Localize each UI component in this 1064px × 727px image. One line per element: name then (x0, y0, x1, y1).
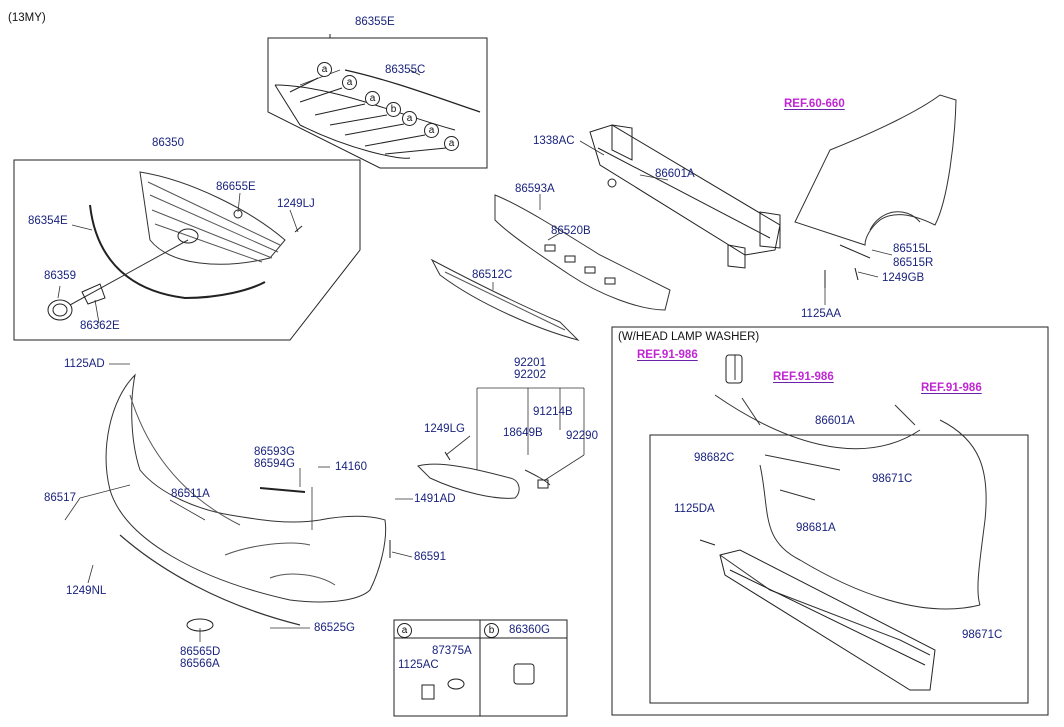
part-label-87375A[interactable]: 87375A (432, 645, 472, 657)
part-label-92201[interactable]: 92201 (514, 357, 546, 369)
bumper-cover (105, 373, 391, 632)
callout-b: b (386, 102, 401, 117)
part-label-86525G[interactable]: 86525G (314, 622, 355, 634)
part-label-98671C-lower[interactable]: 98671C (962, 629, 1003, 641)
callout-a: a (402, 111, 417, 126)
legend-callout-a: a (397, 623, 412, 638)
part-label-1491AD[interactable]: 1491AD (414, 493, 456, 505)
part-label-86593A[interactable]: 86593A (515, 183, 555, 195)
part-label-1338AC[interactable]: 1338AC (533, 135, 575, 147)
part-label-86517[interactable]: 86517 (44, 492, 76, 504)
ref-washer-2[interactable]: REF.91-986 (773, 371, 834, 383)
front-fender (794, 94, 957, 288)
part-label-86601A[interactable]: 86601A (655, 168, 695, 180)
leader-lines (57, 69, 893, 642)
part-label-86355E[interactable]: 86355E (355, 16, 395, 28)
part-label-86359[interactable]: 86359 (44, 270, 76, 282)
lower-stiffener (430, 258, 580, 341)
part-label-86515L[interactable]: 86515L (893, 243, 932, 255)
part-label-86520B[interactable]: 86520B (551, 225, 591, 237)
callout-a: a (342, 75, 357, 90)
energy-absorber (494, 194, 671, 311)
bumper-beam (589, 124, 781, 269)
part-label-86360G[interactable]: 86360G (509, 624, 550, 636)
grille-box (13, 159, 361, 341)
part-label-1249LG[interactable]: 1249LG (424, 423, 465, 435)
part-label-98671C-upper[interactable]: 98671C (872, 473, 913, 485)
part-label-86655E[interactable]: 86655E (216, 181, 256, 193)
washer-box-title: (W/HEAD LAMP WASHER) (618, 331, 760, 343)
legend-callout-b: b (484, 623, 499, 638)
part-label-98681A[interactable]: 98681A (796, 522, 836, 534)
ref-washer-3[interactable]: REF.91-986 (921, 382, 982, 394)
part-label-1125AC[interactable]: 1125AC (398, 659, 439, 671)
part-label-1249LJ[interactable]: 1249LJ (277, 198, 315, 210)
part-label-washer-86601A[interactable]: 86601A (815, 415, 855, 427)
part-label-86565D[interactable]: 86565D (180, 646, 221, 658)
ref-washer-1[interactable]: REF.91-986 (637, 349, 698, 361)
callout-a: a (365, 91, 380, 106)
part-label-86355C[interactable]: 86355C (385, 64, 426, 76)
part-label-86362E[interactable]: 86362E (80, 320, 120, 332)
part-label-86354E[interactable]: 86354E (28, 215, 68, 227)
part-label-86593G[interactable]: 86593G (254, 446, 295, 458)
model-year-label: (13MY) (8, 12, 46, 24)
part-label-86515R[interactable]: 86515R (893, 257, 934, 269)
part-label-14160[interactable]: 14160 (335, 461, 367, 473)
washer-box (611, 326, 1049, 716)
callout-a: a (317, 62, 332, 77)
part-label-86511A[interactable]: 86511A (171, 488, 210, 500)
part-label-86512C[interactable]: 86512C (472, 269, 513, 281)
legend-box (393, 619, 568, 717)
part-label-86350[interactable]: 86350 (152, 137, 184, 149)
callout-a: a (444, 136, 459, 151)
part-label-92202[interactable]: 92202 (514, 369, 546, 381)
part-label-1125DA[interactable]: 1125DA (674, 503, 715, 515)
part-label-86591[interactable]: 86591 (414, 551, 446, 563)
part-label-18649B[interactable]: 18649B (503, 427, 543, 439)
part-label-1125AD[interactable]: 1125AD (64, 358, 105, 370)
part-label-92290[interactable]: 92290 (566, 430, 598, 442)
part-label-86566A[interactable]: 86566A (180, 658, 220, 670)
fog-lamp (417, 451, 551, 499)
ref-fender[interactable]: REF.60-660 (784, 98, 845, 110)
part-label-1125AA[interactable]: 1125AA (801, 308, 842, 320)
part-label-91214B[interactable]: 91214B (533, 406, 573, 418)
callout-a: a (424, 123, 439, 138)
part-label-1249GB[interactable]: 1249GB (882, 272, 925, 284)
part-label-86594G[interactable]: 86594G (254, 458, 295, 470)
part-label-98682C[interactable]: 98682C (694, 452, 735, 464)
part-label-1249NL[interactable]: 1249NL (66, 585, 107, 597)
